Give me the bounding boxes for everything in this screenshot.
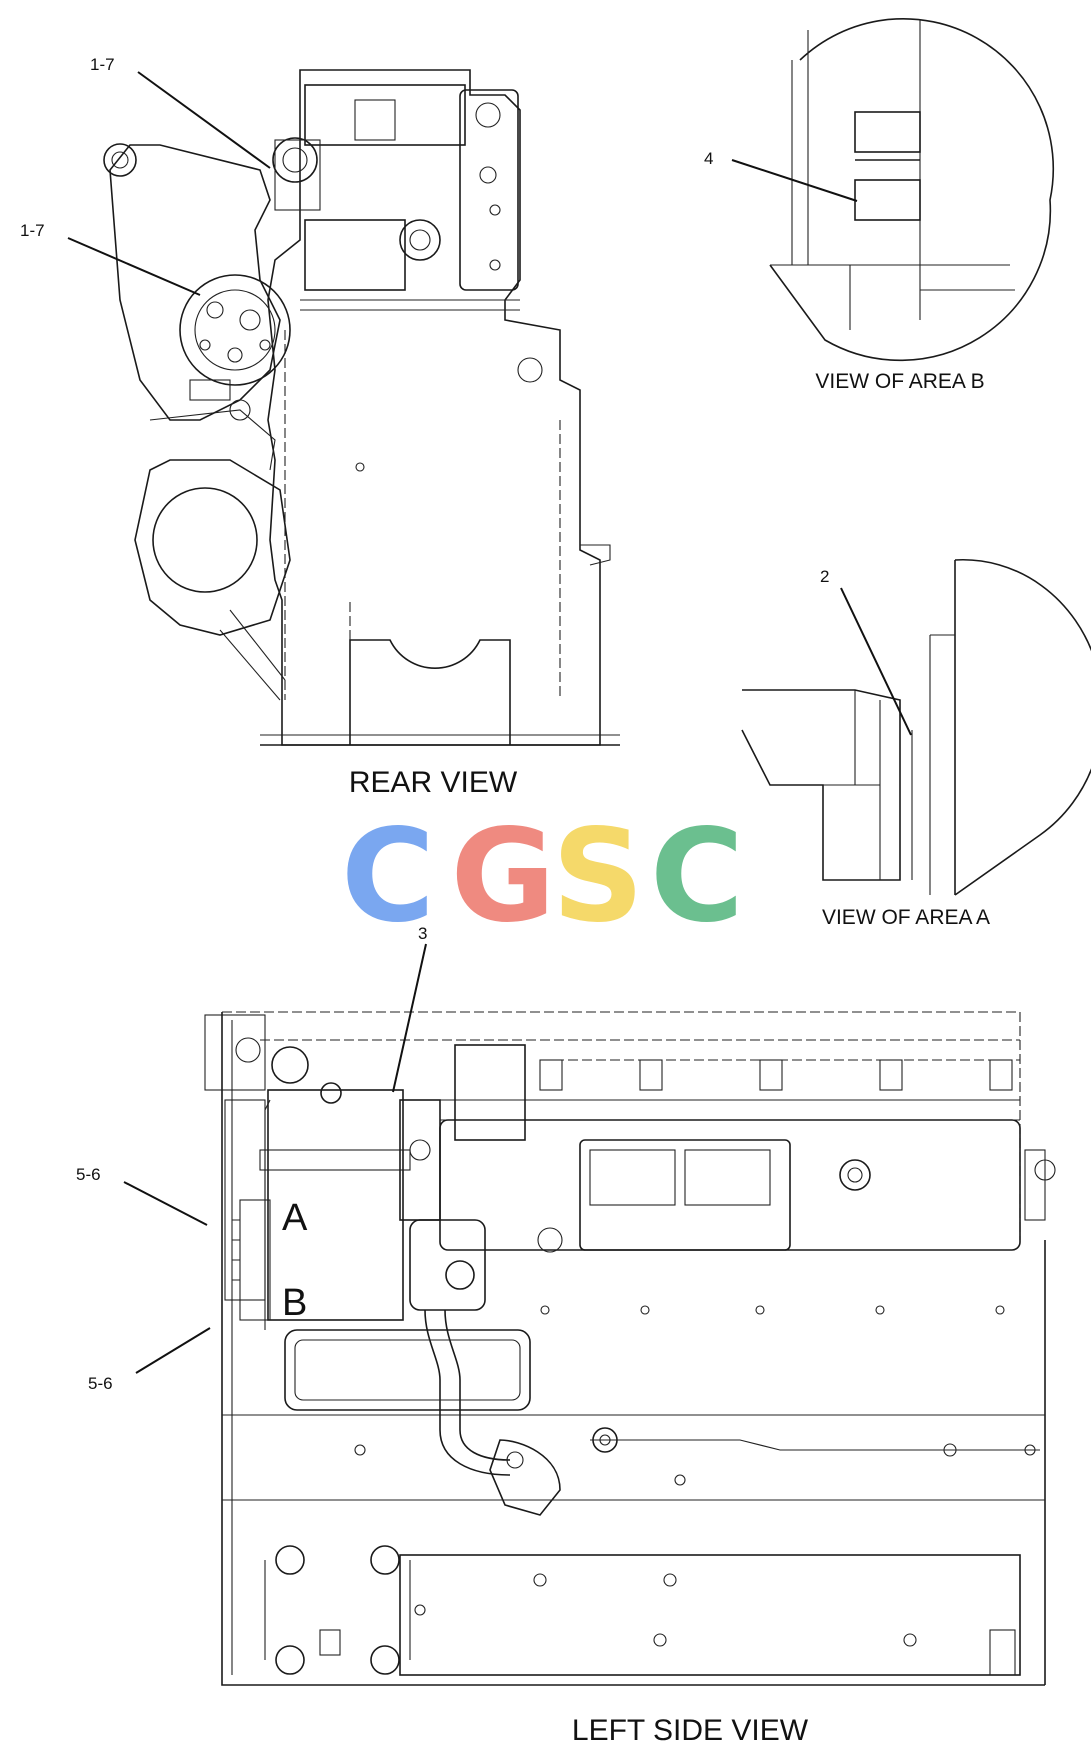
callout-left-side-upper: 5-6: [76, 1165, 101, 1184]
area-b-marker: B: [282, 1282, 307, 1324]
area-a-detail: [741, 558, 1091, 896]
caption-view-area-b: VIEW OF AREA B: [815, 370, 984, 393]
callout-area-b-part: 4: [704, 149, 713, 168]
leader-area-b: [731, 159, 858, 202]
leader-left-side-lower: [135, 1327, 211, 1374]
cgsc-watermark: C G S C: [341, 802, 744, 951]
area-a-marker: A: [282, 1197, 308, 1239]
callout-area-a-part: 2: [820, 567, 829, 586]
leader-rear-upper: [137, 71, 271, 169]
leader-left-side-upper: [123, 1181, 208, 1226]
callout-left-side-top: 3: [418, 924, 427, 943]
leader-area-a: [840, 587, 912, 736]
left-side-view-drawing: [204, 1011, 1056, 1686]
watermark-letter-c2: C: [650, 802, 744, 951]
leader-rear-left: [67, 237, 201, 296]
callout-rear-upper: 1-7: [90, 55, 115, 74]
caption-view-area-a: VIEW OF AREA A: [822, 906, 990, 929]
area-b-detail: [769, 18, 1055, 362]
callout-rear-left: 1-7: [20, 221, 45, 240]
caption-left-side-view: LEFT SIDE VIEW: [572, 1714, 809, 1747]
caption-rear-view: REAR VIEW: [349, 766, 518, 799]
leader-left-side-top: [392, 943, 427, 1093]
rear-view-drawing: [103, 69, 620, 746]
watermark-letter-c1: C: [341, 802, 435, 951]
watermark-letter-g: G: [450, 802, 555, 951]
watermark-letter-s: S: [552, 802, 644, 951]
callout-left-side-lower: 5-6: [88, 1374, 113, 1393]
